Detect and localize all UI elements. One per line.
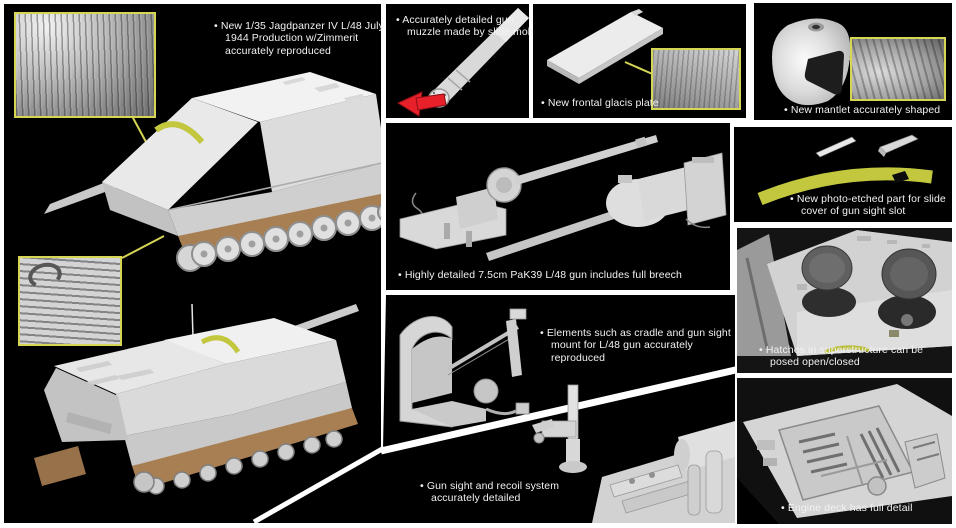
panel-hatches: • Hatches in superstructure can be posed… bbox=[737, 228, 952, 373]
photo-etched-arc-highlight bbox=[200, 335, 241, 354]
panel-engine-deck: • Engine deck has full detail bbox=[737, 378, 952, 524]
sight-slot-hole bbox=[892, 171, 909, 183]
glacis-texture-inset bbox=[651, 48, 741, 110]
hatch-handle-detail bbox=[25, 259, 65, 292]
caption-pak-gun: • Highly detailed 7.5cm PaK39 L/48 gun i… bbox=[398, 269, 682, 281]
hatches-photo bbox=[737, 228, 952, 373]
gun-muzzle-illustration bbox=[396, 8, 529, 117]
caption-hatches: • Hatches in superstructure can be posed… bbox=[759, 344, 924, 369]
panel-gun-muzzle: • Accurately detailed gun muzzle made by… bbox=[386, 4, 536, 118]
caption-mantlet: • New mantlet accurately shaped bbox=[784, 104, 941, 116]
glacis-plate-illustration bbox=[547, 9, 663, 84]
callout-line bbox=[121, 235, 165, 259]
engine-deck-photo bbox=[737, 378, 952, 524]
panel-glacis-plate: • New frontal glacis plate bbox=[533, 4, 746, 118]
red-arrow-icon bbox=[396, 91, 447, 117]
photo-etched-strip bbox=[757, 167, 933, 206]
track-band bbox=[34, 446, 86, 486]
diagonal-divider bbox=[252, 445, 386, 523]
cradle-illustration bbox=[399, 308, 530, 428]
diagonal-panel-background bbox=[252, 295, 735, 523]
caption-kit-title: • New 1/35 Jagdpanzer IV L/48 July 1944 … bbox=[214, 20, 384, 57]
tank-rear-view bbox=[34, 303, 359, 495]
caption-cradle: • Elements such as cradle and gun sight … bbox=[540, 327, 731, 364]
track-band bbox=[132, 408, 358, 490]
panel-cradle-and-sight: • Elements such as cradle and gun sight … bbox=[250, 295, 735, 523]
vehicle-views-illustration bbox=[34, 72, 381, 495]
caption-gun-sight: • Gun sight and recoil system accurately… bbox=[420, 480, 560, 505]
pak-gun-illustration bbox=[399, 135, 727, 261]
gun-sight-illustration bbox=[532, 384, 735, 523]
caption-gun-muzzle: • Accurately detailed gun muzzle made by… bbox=[396, 14, 537, 39]
mantlet-texture-inset bbox=[850, 37, 946, 101]
diagonal-divider bbox=[380, 366, 735, 455]
caption-photo-etched: • New photo-etched part for slide cover … bbox=[790, 193, 946, 218]
panel-pak-gun: • Highly detailed 7.5cm PaK39 L/48 gun i… bbox=[386, 123, 730, 290]
mantlet-illustration bbox=[772, 18, 853, 106]
hatch-closeup-inset bbox=[18, 256, 122, 346]
photo-etched-arc-highlight bbox=[154, 121, 205, 145]
panel-main-vehicle: • New 1/35 Jagdpanzer IV L/48 July 1944 … bbox=[4, 4, 384, 523]
panel-mantlet: • New mantlet accurately shaped bbox=[754, 3, 952, 120]
photo-etched-arc-highlight bbox=[824, 345, 870, 354]
caption-glacis: • New frontal glacis plate bbox=[541, 97, 659, 109]
caption-engine-deck: • Engine deck has full detail bbox=[781, 502, 913, 514]
photo-etched-illustration bbox=[757, 134, 933, 206]
zimmerit-closeup-inset bbox=[14, 12, 156, 118]
tank-front-view bbox=[44, 72, 381, 272]
panel-photo-etched: • New photo-etched part for slide cover … bbox=[734, 127, 952, 222]
